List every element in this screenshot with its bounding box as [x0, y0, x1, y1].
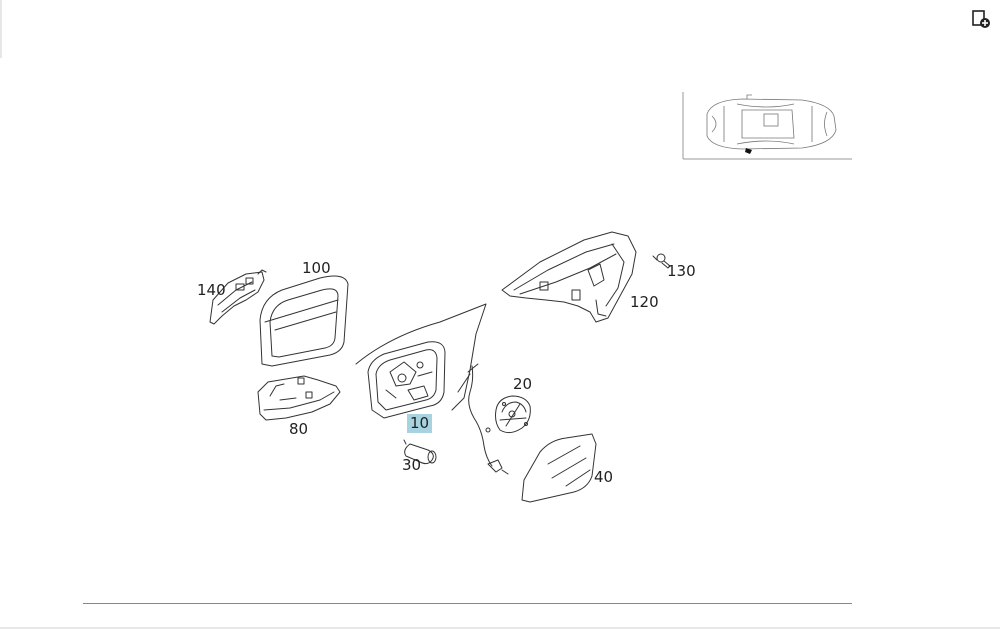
- callout-30[interactable]: 30: [402, 456, 422, 474]
- part-100-drawing: [259, 275, 349, 367]
- part-40-drawing: [521, 433, 597, 503]
- part-80-drawing: [257, 375, 341, 421]
- bottom-divider: [83, 603, 852, 604]
- part-30-drawing: [403, 439, 437, 465]
- callout-10[interactable]: 10: [407, 414, 433, 433]
- left-edge-divider: [0, 0, 2, 58]
- bottom-scroll-band: [0, 627, 1000, 629]
- cable-harness-drawing: [467, 363, 509, 475]
- callout-120[interactable]: 120: [630, 293, 659, 311]
- callout-140[interactable]: 140: [197, 281, 226, 299]
- part-20-drawing: [495, 395, 531, 434]
- part-120-drawing: [501, 231, 637, 323]
- callout-100[interactable]: 100: [302, 259, 331, 277]
- vehicle-location-thumbnail: [682, 92, 852, 160]
- part-140-drawing: [209, 269, 267, 325]
- part-10-drawing: [367, 341, 446, 419]
- callout-80[interactable]: 80: [289, 420, 309, 438]
- add-to-list-icon[interactable]: [970, 8, 992, 30]
- callout-130[interactable]: 130: [667, 262, 696, 280]
- callout-40[interactable]: 40: [594, 468, 614, 486]
- part-130-drawing: [652, 253, 671, 269]
- callout-20[interactable]: 20: [513, 375, 533, 393]
- mirror-housing-shell: [355, 303, 487, 411]
